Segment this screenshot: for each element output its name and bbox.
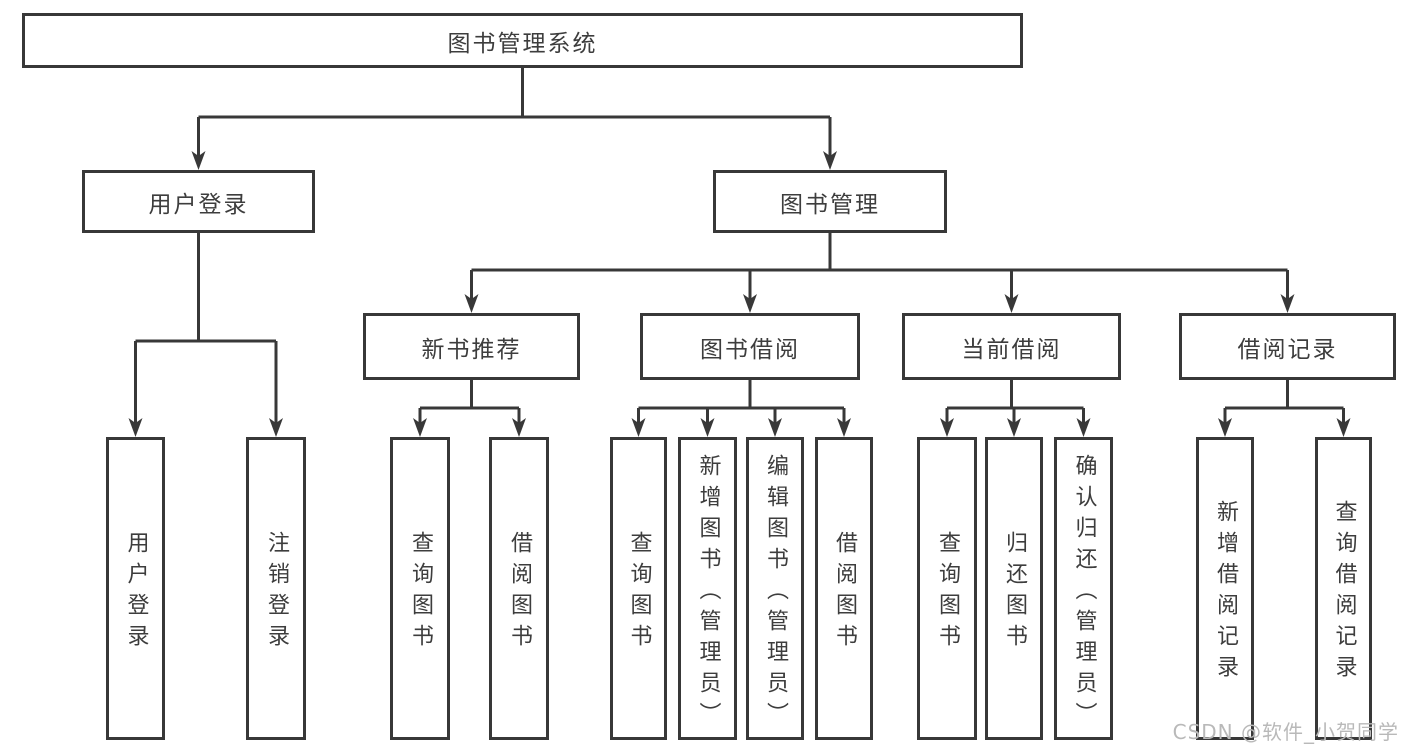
node-user-login-group-label: 用户登录 [148,191,249,218]
node-current-borrow: 当前借阅 [902,313,1121,380]
leaf-query-books-recommend: 查询图书 [390,437,450,740]
node-borrow-records: 借阅记录 [1179,313,1396,380]
node-book-management: 图书管理 [713,170,947,233]
leaf-query-books-borrow: 查询图书 [610,437,667,740]
leaf-confirm-return-admin-label: 确认归还（管理员） [1071,453,1097,733]
leaf-query-borrow-record-label: 查询借阅记录 [1331,500,1357,686]
leaf-borrow-books-recommend: 借阅图书 [489,437,549,740]
leaf-borrow-books-2: 借阅图书 [815,437,873,740]
leaf-query-books-recommend-label: 查询图书 [408,531,433,655]
leaf-return-book: 归还图书 [985,437,1043,740]
leaf-logout-label: 注销登录 [264,531,289,655]
node-root: 图书管理系统 [22,13,1023,68]
csdn-watermark: CSDN @软件_小贺同学 [1172,720,1399,744]
leaf-borrow-books-recommend-label: 借阅图书 [507,531,532,655]
node-new-book-recommend: 新书推荐 [363,313,580,380]
leaf-query-books-current-label: 查询图书 [935,531,960,655]
node-borrow-records-label: 借阅记录 [1237,336,1338,363]
node-book-borrow: 图书借阅 [640,313,860,380]
leaf-query-books-borrow-label: 查询图书 [626,531,652,655]
node-book-borrow-label: 图书借阅 [700,336,800,363]
leaf-add-book-admin-label: 新增图书（管理员） [695,453,721,733]
leaf-edit-book-admin: 编辑图书（管理员） [746,437,804,740]
leaf-query-books-current: 查询图书 [917,437,977,740]
leaf-add-borrow-record-label: 新增借阅记录 [1213,500,1238,686]
leaf-return-book-label: 归还图书 [1002,531,1027,655]
leaf-user-login: 用户登录 [106,437,165,740]
leaf-edit-book-admin-label: 编辑图书（管理员） [763,453,788,733]
node-user-login-group: 用户登录 [82,170,315,233]
leaf-add-borrow-record: 新增借阅记录 [1196,437,1254,740]
node-root-label: 图书管理系统 [447,30,598,57]
leaf-query-borrow-record: 查询借阅记录 [1315,437,1372,740]
node-current-borrow-label: 当前借阅 [961,336,1062,363]
leaf-logout: 注销登录 [246,437,306,740]
node-new-book-recommend-label: 新书推荐 [421,336,522,363]
leaf-borrow-books-2-label: 借阅图书 [832,531,857,655]
leaf-add-book-admin: 新增图书（管理员） [678,437,737,740]
leaf-user-login-label: 用户登录 [123,531,149,655]
leaf-confirm-return-admin: 确认归还（管理员） [1054,437,1113,740]
node-book-management-label: 图书管理 [780,191,880,218]
